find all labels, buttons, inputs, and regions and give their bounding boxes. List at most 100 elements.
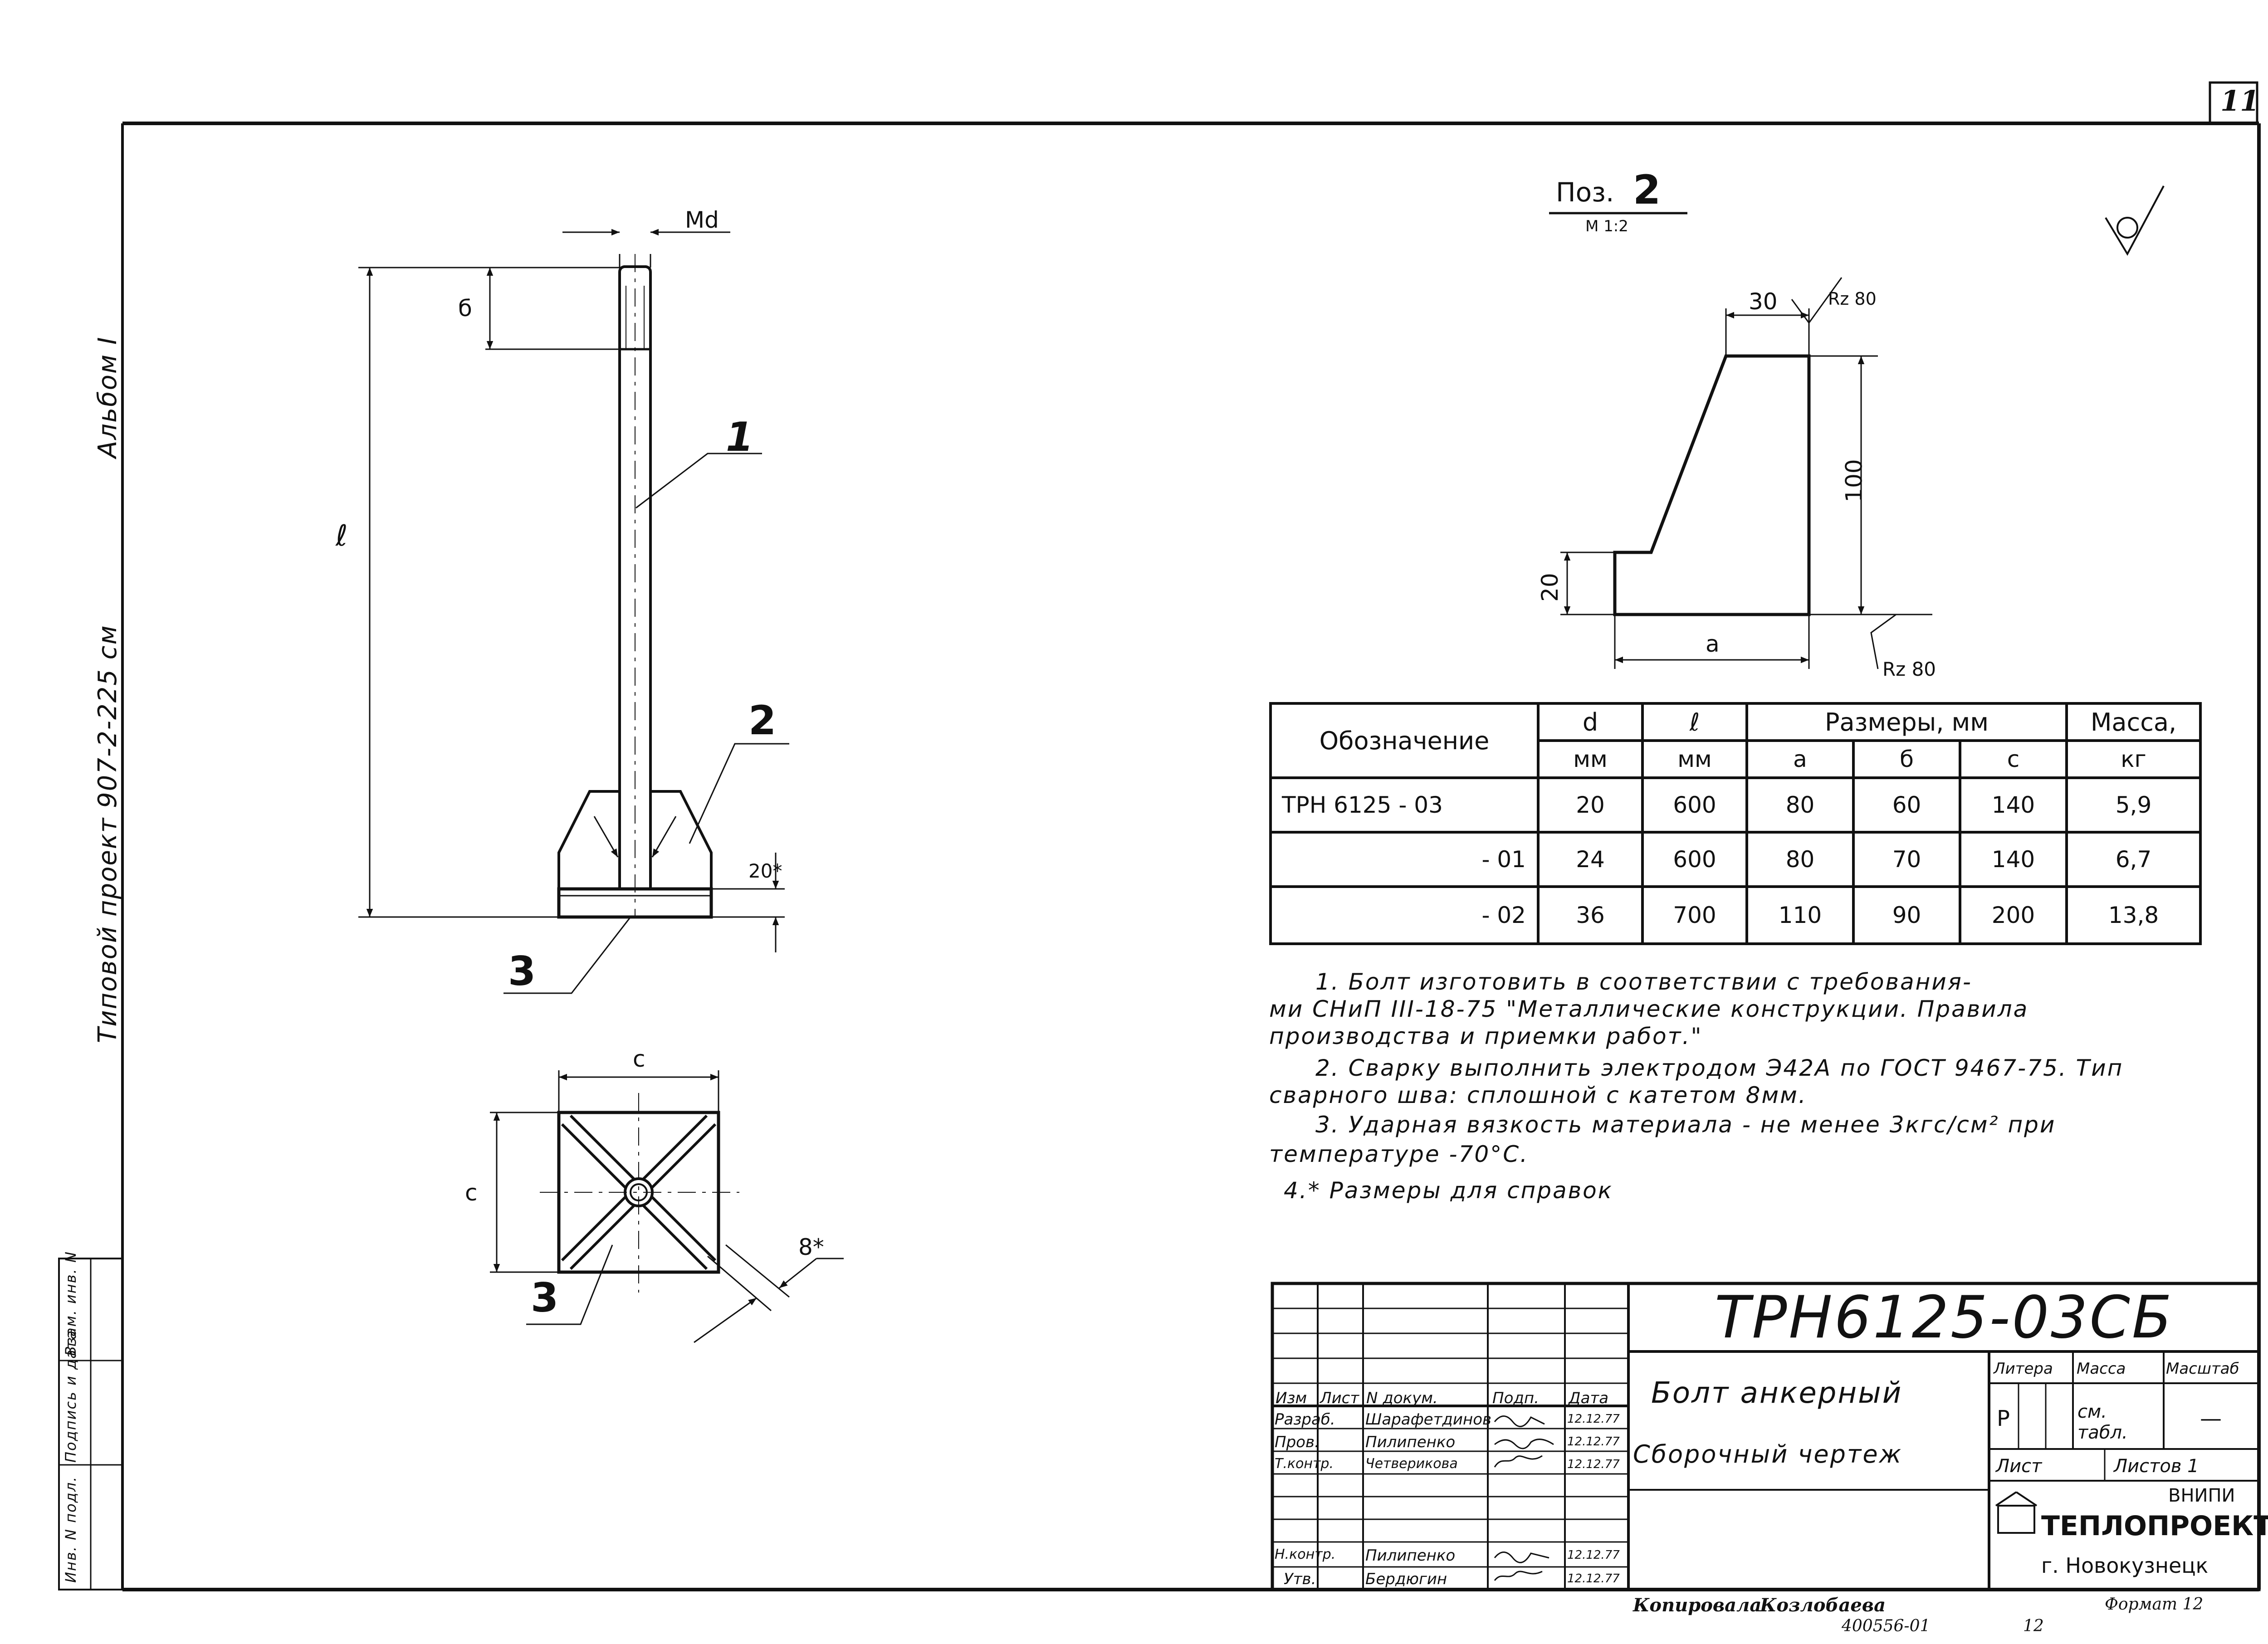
row-c: 140 [1958,831,2068,888]
pos2-dim-30: 30 [1749,288,1778,315]
note-line: производства и приемки работ." [1269,1023,1703,1049]
pos2-roughness-bottom: Rz 80 [1882,658,1936,680]
row-d: 36 [1537,885,1644,945]
row-l: 700 [1641,885,1748,945]
row-l: 600 [1641,831,1748,888]
row-c: 200 [1958,885,2068,945]
scale-label: Масштаб [2166,1360,2239,1378]
sheet-label: Лист [1996,1456,2042,1477]
row-l: 600 [1641,776,1748,834]
table-row: - 02 36 700 110 90 200 13,8 [1269,885,2202,945]
signatures-icon [1494,1415,1554,1581]
col-d: d [1537,702,1644,742]
row-d: 20 [1537,776,1644,834]
pos2-roughness-top: Rz 80 [1828,289,1877,309]
thread-length-label: б [458,295,472,322]
row-mass: 6,7 [2065,831,2202,888]
col-designation: Обозначение [1269,702,1540,779]
col-date: Дата [1569,1389,1609,1407]
plan-c-top-label: c [633,1046,645,1072]
footer-page: 12 [2023,1617,2044,1635]
role-date: 12.12.77 [1567,1572,1620,1585]
row-a: 80 [1745,776,1855,834]
role-name: Шарафетдинов [1365,1410,1492,1429]
row-a: 80 [1745,831,1855,888]
mass-label: Масса [2077,1360,2126,1378]
footer-format: Формат 12 [2105,1595,2204,1614]
footer-copied-label: Копировала [1633,1595,1762,1616]
role-label: Разраб. [1275,1410,1335,1429]
bolt-side-view [557,254,713,919]
pos2-title-number: 2 [1633,166,1661,213]
role-name: Четверикова [1365,1456,1458,1472]
pos2-scale: М 1:2 [1585,217,1628,235]
weld-leg-label: 8* [798,1234,824,1260]
length-label: ℓ [336,519,348,553]
row-mass: 13,8 [2065,885,2202,945]
litera-value: Р [1997,1406,2010,1431]
role-date: 12.12.77 [1567,1458,1620,1471]
bolt-plan-view [490,1070,844,1343]
role-name: Бердюгин [1365,1570,1447,1588]
org-line-1: ВНИПИ [2168,1485,2235,1506]
scale-value: — [2200,1406,2222,1431]
drawing-code: ТРН6125-03СБ [1715,1284,2174,1351]
note-line: 2. Сварку выполнить электродом Э42А по Г… [1315,1055,2124,1081]
stamp-replace-inv: Взам. инв. N [62,1251,79,1356]
row-designation: - 01 [1269,831,1540,888]
album-label: Альбом I [93,336,122,458]
role-label: Пров. [1275,1433,1320,1451]
row-mass: 5,9 [2065,776,2202,834]
col-doc-no: N докум. [1366,1389,1438,1407]
note-line: 1. Болт изготовить в соответствии с треб… [1315,969,1972,995]
thread-diameter-label: Md [685,207,719,233]
footer-copyist-name: Козлобаева [1760,1595,1886,1616]
col-l: ℓ [1641,702,1748,742]
col-d-unit: мм [1537,739,1644,779]
row-b: 60 [1852,776,1961,834]
col-c: c [1958,739,2068,779]
plan-c-left-label: c [465,1180,478,1206]
role-date: 12.12.77 [1567,1412,1620,1426]
org-line-2: ТЕПЛОПРОЕКТ [2041,1510,2268,1542]
note-line: сварного шва: сплошной с катетом 8мм. [1269,1082,1807,1108]
note-line: ми СНиП III-18-75 "Металлические констру… [1269,996,2029,1022]
role-label: Т.контр. [1275,1456,1334,1472]
col-list: Лист [1320,1389,1359,1407]
col-b: б [1852,739,1961,779]
table-row: ТРН 6125 - 03 20 600 80 60 140 5,9 [1269,776,2202,834]
table-row: - 01 24 600 80 70 140 6,7 [1269,831,2202,888]
sheets-label: Листов 1 [2114,1456,2199,1477]
title-block-grid [1271,1282,2261,1591]
footer-archive-no: 400556-01 [1842,1617,1931,1635]
col-sizes: Размеры, мм [1745,702,2068,742]
row-b: 70 [1852,831,1961,888]
bolt-dimensions [358,229,789,994]
row-c: 140 [1958,776,2068,834]
note-line: температуре -70°С. [1269,1141,1529,1167]
row-b: 90 [1852,885,1961,945]
pos2-dim-100: 100 [1841,459,1867,502]
position-3-label: 3 [508,948,536,995]
row-designation: - 02 [1269,885,1540,945]
row-a: 110 [1745,885,1855,945]
drawing-type: Сборочный чертеж [1633,1440,1903,1468]
pos2-detail [1549,185,2165,669]
role-label: Н.контр. [1275,1546,1336,1562]
role-name: Пилипенко [1365,1433,1456,1451]
note-line: 4.* Размеры для справок [1284,1177,1613,1204]
height-20-label: 20* [748,860,782,882]
pos2-title: Поз. [1556,177,1614,208]
pos2-dim-a: a [1706,631,1720,657]
col-a: a [1745,739,1855,779]
col-izm: Изм [1276,1389,1307,1407]
org-line-3: г. Новокузнецк [2041,1553,2209,1578]
sheet-number: 11 [2220,84,2260,117]
project-label: Типовой проект 907-2-225 см [93,624,122,1043]
role-date: 12.12.77 [1567,1548,1620,1562]
col-mass: Масса, [2065,702,2202,742]
position-3-plan-label: 3 [531,1274,559,1321]
role-date: 12.12.77 [1567,1435,1620,1449]
mass-value: см. табл. [2077,1401,2128,1443]
